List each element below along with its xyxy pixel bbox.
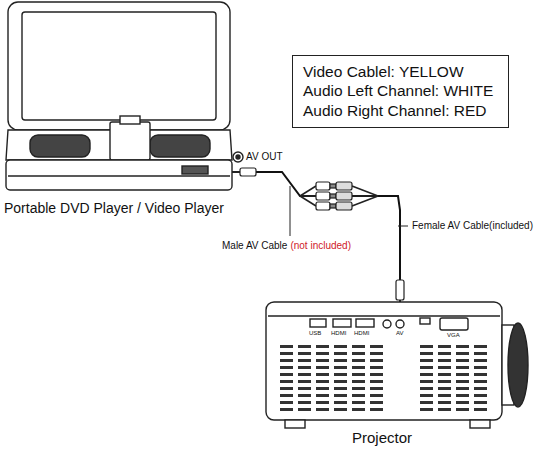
port-label: HDMI <box>354 330 369 337</box>
legend-line: Audio Right Channel: RED <box>303 101 498 120</box>
cable-label: Female AV Cable(included) <box>412 220 533 231</box>
legend-box: Video Cablel: YELLOWAudio Left Channel: … <box>292 55 509 128</box>
port-label: USB <box>309 330 321 337</box>
projector <box>266 302 528 428</box>
cable-label: Male AV Cable <box>222 240 287 251</box>
port-label: AV OUT <box>246 151 282 162</box>
device-name: Projector <box>262 429 502 448</box>
dvd-player <box>6 2 243 190</box>
port-label: VGA <box>447 332 460 339</box>
port-label: HDMI <box>331 330 346 337</box>
legend-line: Video Cablel: YELLOW <box>303 62 498 81</box>
port-label: AV <box>396 330 404 337</box>
device-figure: Projector <box>262 298 524 452</box>
cable-note: (not included) <box>290 240 351 251</box>
legend-line: Audio Left Channel: WHITE <box>303 81 498 100</box>
device-figure: Portable DVD Player / Video Player <box>2 2 238 220</box>
device-name: Portable DVD Player / Video Player <box>4 200 224 218</box>
av-cable <box>238 172 400 298</box>
